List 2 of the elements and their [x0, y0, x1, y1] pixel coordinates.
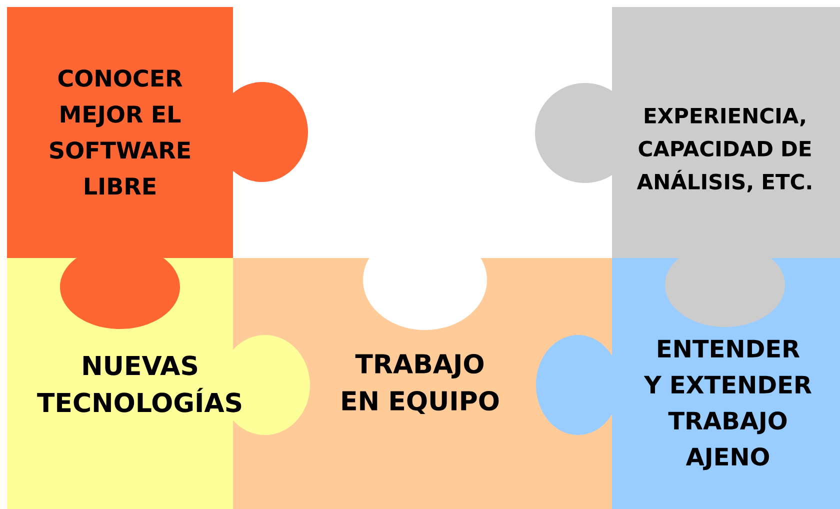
puzzle-piece: CONOCER MEJOR EL SOFTWARE LIBRE: [7, 7, 308, 329]
puzzle-piece: EXPERIENCIA, CAPACIDAD DE ANÁLISIS, ETC.: [535, 7, 840, 327]
